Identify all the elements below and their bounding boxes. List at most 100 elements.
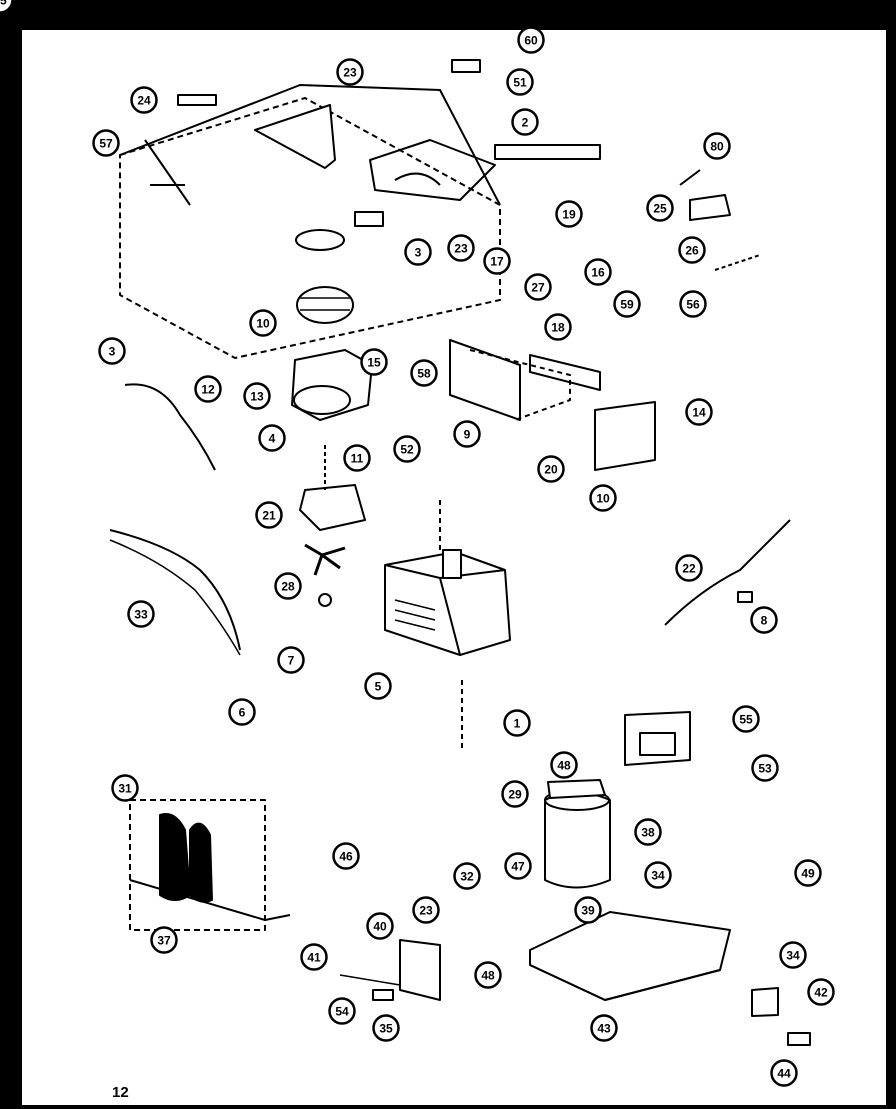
callout-number: 2 <box>522 116 529 130</box>
callout-14: 14 <box>685 398 713 426</box>
callout-number: 29 <box>508 788 522 802</box>
callout-number: 47 <box>511 860 525 874</box>
callout-number: 58 <box>417 367 431 381</box>
callout-48: 48 <box>550 751 578 779</box>
blower-housing <box>291 349 373 421</box>
callout-40: 40 <box>366 912 394 940</box>
callout-number: 41 <box>307 951 321 965</box>
callout-41: 41 <box>300 943 328 971</box>
cabinet-base-plate <box>119 97 501 359</box>
callout-number: 60 <box>524 34 538 48</box>
callout-number: 10 <box>596 492 610 506</box>
callout-number: 31 <box>118 782 132 796</box>
callout-28: 28 <box>274 572 302 600</box>
callout-6: 6 <box>228 698 256 726</box>
callout-52: 52 <box>393 435 421 463</box>
callout-number: 24 <box>137 94 151 108</box>
callout-21: 21 <box>255 501 283 529</box>
callout-45: 45 <box>0 0 14 14</box>
callout-17: 17 <box>483 247 511 275</box>
callout-number: 51 <box>513 76 527 90</box>
callout-3: 3 <box>404 238 432 266</box>
callout-number: 37 <box>157 934 171 948</box>
callout-38: 38 <box>634 818 662 846</box>
wire-harness-5 <box>109 529 241 651</box>
callout-4: 4 <box>258 424 286 452</box>
callout-44: 44 <box>770 1059 798 1087</box>
callout-number: 8 <box>761 614 768 628</box>
power-cord <box>664 519 791 626</box>
callout-number: 54 <box>335 1005 349 1019</box>
callout-1: 1 <box>503 709 531 737</box>
callout-number: 23 <box>419 904 433 918</box>
callout-54: 54 <box>328 997 356 1025</box>
high-voltage-transformer <box>624 711 691 766</box>
callout-number: 17 <box>490 255 504 269</box>
callout-number: 7 <box>288 654 295 668</box>
callout-number: 5 <box>375 680 382 694</box>
callout-10: 10 <box>589 484 617 512</box>
callout-12: 12 <box>194 375 222 403</box>
callout-3: 3 <box>98 337 126 365</box>
relay-switch <box>751 987 779 1017</box>
callout-number: 16 <box>591 266 605 280</box>
callout-number: 42 <box>814 986 828 1000</box>
callout-number: 19 <box>562 208 576 222</box>
callout-39: 39 <box>574 896 602 924</box>
control-bracket <box>449 339 521 421</box>
callout-18: 18 <box>544 313 572 341</box>
callout-number: 49 <box>801 867 815 881</box>
callout-8: 8 <box>750 606 778 634</box>
callout-20: 20 <box>537 455 565 483</box>
callout-number: 11 <box>351 452 364 466</box>
callout-number: 13 <box>250 390 264 404</box>
callout-number: 6 <box>239 706 246 720</box>
callout-number: 34 <box>786 949 800 963</box>
callout-number: 20 <box>544 463 558 477</box>
fan-blade <box>304 543 346 576</box>
callout-42: 42 <box>807 978 835 1006</box>
callout-24: 24 <box>130 86 158 114</box>
callout-number: 38 <box>641 826 655 840</box>
page-number: 12 <box>112 1084 129 1101</box>
callout-48: 48 <box>474 961 502 989</box>
callout-number: 55 <box>739 713 753 727</box>
callout-60: 60 <box>517 26 545 54</box>
callout-34: 34 <box>779 941 807 969</box>
callout-number: 3 <box>415 246 422 260</box>
callout-number: 33 <box>134 608 148 622</box>
callout-33: 33 <box>127 600 155 628</box>
callout-58: 58 <box>410 359 438 387</box>
cabinet-top-outline <box>119 84 501 206</box>
base-chassis-plate <box>529 911 731 1001</box>
callout-number: 23 <box>454 242 468 256</box>
callout-number: 9 <box>464 428 471 442</box>
callout-number: 10 <box>256 317 270 331</box>
diode-bracket <box>399 939 441 1001</box>
callout-number: 28 <box>281 580 295 594</box>
callout-43: 43 <box>590 1014 618 1042</box>
callout-57: 57 <box>92 129 120 157</box>
callout-number: 25 <box>653 202 667 216</box>
callout-31: 31 <box>111 774 139 802</box>
callout-46: 46 <box>332 842 360 870</box>
stirrer-fan-wheel <box>296 286 354 324</box>
callout-number: 80 <box>710 140 724 154</box>
callout-5: 5 <box>364 672 392 700</box>
callout-number: 34 <box>651 869 665 883</box>
callout-number: 57 <box>99 137 113 151</box>
callout-number: 23 <box>343 66 357 80</box>
callout-59: 59 <box>613 290 641 318</box>
callout-number: 3 <box>109 345 116 359</box>
callout-49: 49 <box>794 859 822 887</box>
callout-37: 37 <box>150 926 178 954</box>
callout-number: 26 <box>685 244 699 258</box>
callout-23: 23 <box>412 896 440 924</box>
callout-29: 29 <box>501 780 529 808</box>
callout-number: 4 <box>269 432 276 446</box>
callout-25: 25 <box>646 194 674 222</box>
callout-23: 23 <box>336 58 364 86</box>
